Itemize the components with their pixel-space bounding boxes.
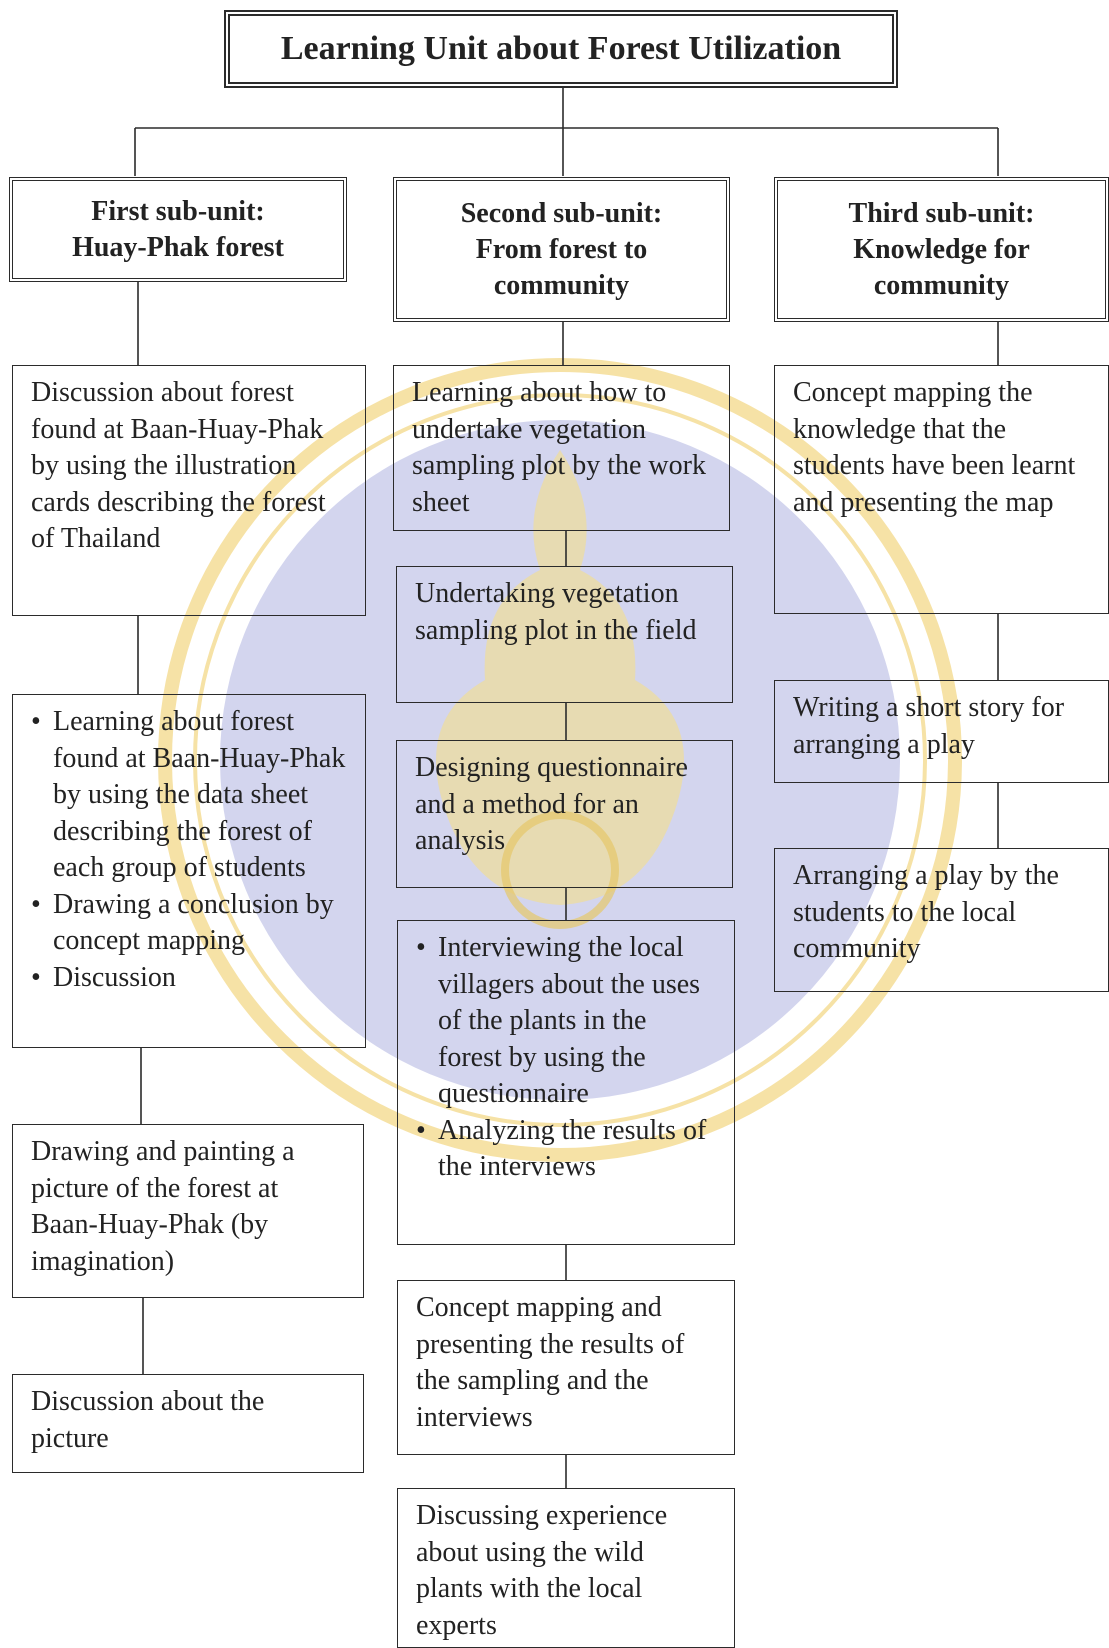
step-box: Discussion about forest found at Baan-Hu… (12, 365, 366, 616)
bullet-item: Interviewing the local villagers about t… (416, 930, 716, 1113)
step-box: Concept mapping the knowledge that the s… (774, 365, 1109, 614)
title-text: Learning Unit about Forest Utilization (280, 30, 842, 67)
step-box-bullets: Interviewing the local villagers about t… (397, 920, 735, 1245)
bullet-item: Drawing a conclusion by concept mapping (31, 887, 347, 960)
step-box: Drawing and painting a picture of the fo… (12, 1124, 364, 1298)
bullet-item: Analyzing the results of the interviews (416, 1113, 716, 1186)
bullet-item: Discussion (31, 960, 347, 997)
step-text: Drawing and painting a picture of the fo… (31, 1136, 295, 1277)
bullet-list: Interviewing the local villagers about t… (416, 930, 716, 1186)
subunit-label: Third sub-unit: (848, 197, 1035, 229)
step-text: Discussing experience about using the wi… (416, 1500, 668, 1641)
step-text: Designing questionnaire and a method for… (415, 752, 688, 856)
bullet-list: Learning about forest found at Baan-Huay… (31, 704, 347, 996)
subunit-name: Huay-Phak forest (72, 231, 284, 263)
step-box: Writing a short story for arranging a pl… (774, 680, 1109, 783)
step-text: Learning about how to undertake vegetati… (412, 377, 706, 518)
subunit-name: Knowledge for community (853, 233, 1030, 301)
step-box: Undertaking vegetation sampling plot in … (396, 566, 733, 703)
bullet-item: Learning about forest found at Baan-Huay… (31, 704, 347, 887)
step-box-bullets: Learning about forest found at Baan-Huay… (12, 694, 366, 1048)
subunit-heading-third: Third sub-unit: Knowledge for community (774, 177, 1109, 322)
step-text: Discussion about forest found at Baan-Hu… (31, 377, 326, 554)
step-box: Learning about how to undertake vegetati… (393, 365, 730, 531)
step-box: Discussion about the picture (12, 1374, 364, 1473)
subunit-label: First sub-unit: (91, 195, 265, 227)
step-box: Concept mapping and presenting the resul… (397, 1280, 735, 1455)
step-box: Designing questionnaire and a method for… (396, 740, 733, 888)
step-text: Concept mapping and presenting the resul… (416, 1292, 685, 1433)
step-box: Discussing experience about using the wi… (397, 1488, 735, 1648)
step-text: Undertaking vegetation sampling plot in … (415, 578, 697, 646)
subunit-name: From forest to community (475, 233, 648, 301)
subunit-heading-first: First sub-unit: Huay-Phak forest (9, 177, 347, 282)
step-text: Discussion about the picture (31, 1386, 265, 1454)
step-text: Concept mapping the knowledge that the s… (793, 377, 1076, 518)
step-box: Arranging a play by the students to the … (774, 848, 1109, 992)
step-text: Writing a short story for arranging a pl… (793, 692, 1065, 760)
subunit-label: Second sub-unit: (460, 197, 663, 229)
diagram-title: Learning Unit about Forest Utilization (224, 10, 898, 88)
step-text: Arranging a play by the students to the … (793, 860, 1059, 964)
subunit-heading-second: Second sub-unit: From forest to communit… (393, 177, 730, 322)
